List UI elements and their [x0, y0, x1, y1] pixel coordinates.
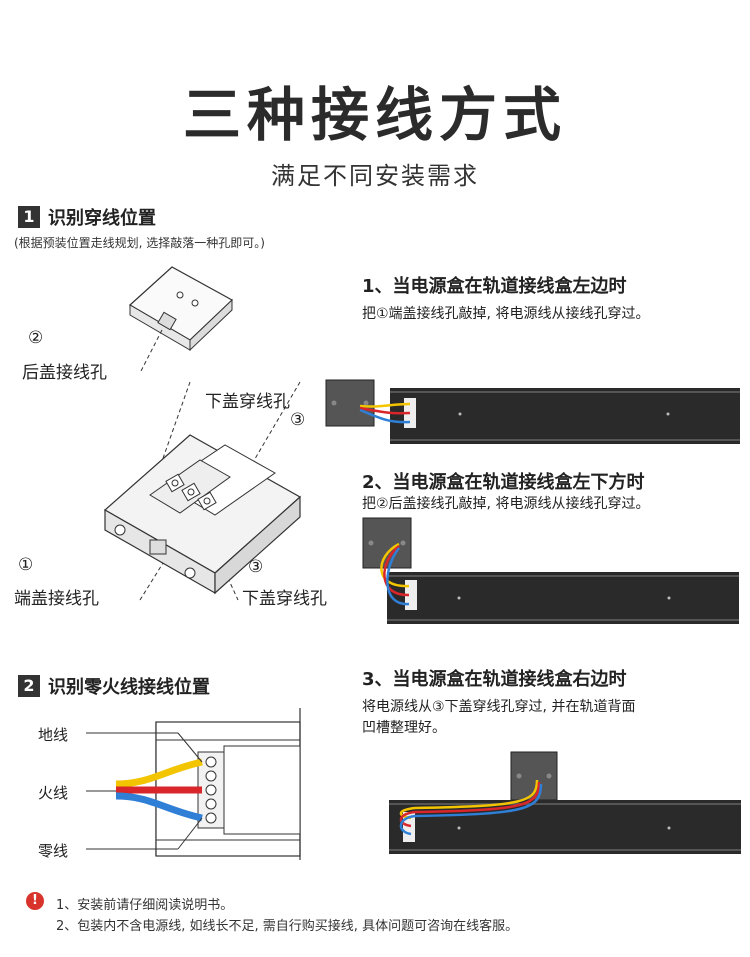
rear-cover-illustration	[128, 266, 234, 352]
wire-blue	[386, 547, 410, 606]
track-rail	[390, 388, 740, 444]
wire-red	[359, 406, 411, 415]
case2-desc: 把②后盖接线孔敲掉, 将电源线从接线孔穿过。	[362, 496, 650, 512]
page-title: 三种接线方式	[182, 81, 567, 149]
case1-title: 1、当电源盒在轨道接线盒左边时	[362, 276, 627, 297]
wire-yellow	[399, 779, 539, 820]
section2-title: 识别零火线接线位置	[48, 677, 210, 698]
hole2-label: 后盖接线孔	[22, 363, 107, 383]
ground-wire-label: 地线	[38, 726, 69, 744]
case1-desc: 把①端盖接线孔敲掉, 将电源线从接线孔穿过。	[362, 306, 650, 322]
live-wire-label: 火线	[38, 784, 69, 802]
section1-number: 1	[18, 206, 40, 228]
section2-number: 2	[18, 675, 40, 697]
wire-red	[399, 781, 541, 828]
hole1-number: ①	[18, 555, 34, 575]
case3-desc-line2: 凹槽整理好。	[362, 720, 446, 736]
wire-red	[383, 545, 410, 597]
neutral-wire-label: 零线	[38, 842, 69, 860]
wire-ground	[115, 758, 203, 788]
footer-note-2: 2、包装内不含电源线, 如线长不足, 需自行购买接线, 具体问题可咨询在线客服。	[56, 919, 519, 934]
hole3-bottom-label: 下盖穿线孔	[242, 589, 327, 609]
footer-note-1: 1、安装前请仔细阅读说明书。	[56, 898, 234, 913]
track-rail	[387, 572, 739, 624]
case2-illustration	[362, 517, 739, 624]
section1-title: 识别穿线位置	[48, 208, 156, 229]
hole3-bottom-number: ③	[248, 557, 264, 577]
connector-box-diagram	[103, 266, 302, 601]
wire-blue	[359, 408, 411, 424]
case3-desc-line1: 将电源线从③下盖穿线孔穿过, 并在轨道背面	[362, 699, 636, 715]
warning-icon: !	[26, 892, 44, 910]
hole3-top-label: 下盖穿线孔	[205, 392, 290, 412]
wiring-terminal-diagram	[86, 708, 301, 860]
case3-title: 3、当电源盒在轨道接线盒右边时	[362, 669, 627, 690]
section1-heading: 1 识别穿线位置	[18, 204, 156, 230]
track-rail	[389, 800, 741, 854]
wire-neutral	[115, 792, 203, 822]
wire-blue	[399, 783, 543, 836]
connector-body-illustration	[103, 434, 302, 595]
hole2-number: ②	[28, 328, 44, 348]
case1-illustration	[325, 379, 740, 444]
case2-title: 2、当电源盒在轨道接线盒左下方时	[362, 472, 645, 493]
wire-yellow	[359, 402, 411, 408]
wire-yellow	[380, 542, 410, 588]
hole1-label: 端盖接线孔	[14, 589, 99, 609]
page-subtitle: 满足不同安装需求	[271, 162, 479, 190]
hole3-top-number: ③	[290, 410, 306, 430]
case3-illustration	[389, 751, 741, 854]
section1-note: (根据预装位置走线规划, 选择敲落一种孔即可。)	[14, 236, 265, 250]
section2-heading: 2 识别零火线接线位置	[18, 673, 210, 699]
